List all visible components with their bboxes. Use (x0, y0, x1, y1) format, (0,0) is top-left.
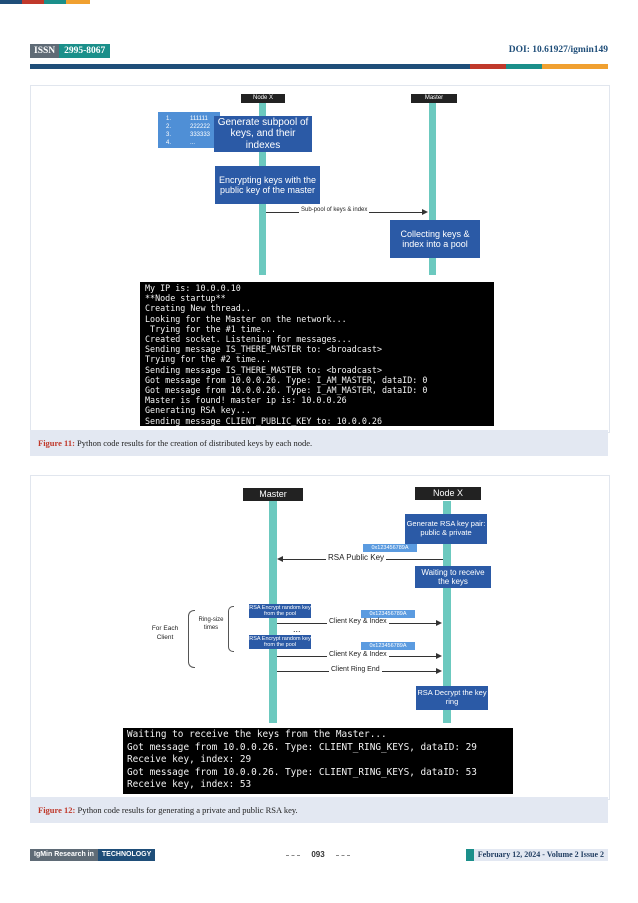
terminal-line: Got message from 10.0.0.26. Type: CLIENT… (127, 741, 477, 753)
issn-label: ISSN (30, 44, 60, 58)
terminal-line: Sending message CLIENT_PUBLIC_KEY to: 10… (145, 415, 382, 426)
ellipsis: ... (293, 624, 301, 634)
header-color-bar (30, 64, 608, 69)
master-header: Master (411, 94, 457, 103)
terminal-output-11: My IP is: 10.0.0.10 **Node startup** Cre… (140, 282, 494, 426)
outer-brace (188, 610, 195, 668)
terminal-output-12: Waiting to receive the keys from the Mas… (123, 728, 513, 794)
hex-tag: 0x123456789A (361, 642, 415, 650)
figure-12-caption: Figure 12: Python code results for gener… (30, 797, 608, 823)
caption-label: Figure 11: (38, 438, 75, 448)
node-x-lifeline (443, 501, 451, 723)
encrypt-keys-box: Encrypting keys with the public key of t… (215, 166, 320, 204)
doi-link[interactable]: DOI: 10.61927/igmin149 (508, 45, 608, 55)
waiting-box: Waiting to receive the keys (415, 566, 491, 588)
arrow-head (436, 620, 442, 626)
issue-badge: February 12, 2024 - Volume 2 Issue 2 (465, 849, 608, 861)
generate-subpool-box: Generate subpool of keys, and their inde… (214, 116, 312, 152)
terminal-line: Got message from 10.0.0.26. Type: I_AM_M… (145, 374, 428, 385)
list-num: 4. (166, 140, 172, 146)
terminal-line: Got message from 10.0.0.26. Type: CLIENT… (127, 766, 477, 778)
issn-badge: ISSN 2995-8067 (30, 44, 111, 58)
arrow-head (436, 653, 442, 659)
terminal-line: Got message from 10.0.0.26. Type: I_AM_M… (145, 385, 428, 396)
collect-keys-box: Collecting keys & index into a pool (390, 220, 480, 258)
terminal-line: Sending message IS_THERE_MASTER to: <bro… (145, 364, 382, 375)
journal-badge: IgMin Research in TECHNOLOGY (30, 849, 156, 861)
key-list-box: 1. 2. 3. 4. 111111 222222 333333 ... (158, 112, 220, 148)
terminal-line: Waiting to receive the keys from the Mas… (127, 729, 387, 740)
arrow-head (422, 209, 428, 215)
terminal-line: Generating RSA key... (145, 405, 251, 416)
caption-text: Python code results for the creation of … (77, 438, 313, 448)
hex-tag: 0x123456789A (361, 610, 415, 618)
caption-text: Python code results for generating a pri… (77, 805, 298, 815)
encrypt-random-box: RSA Encrypt random key from the pool (249, 604, 311, 618)
terminal-line: Creating New thread.. (145, 303, 251, 314)
generate-rsa-box: Generate RSA key pair: public & private (405, 514, 487, 544)
terminal-line: Trying for the #2 time... (145, 354, 272, 365)
terminal-line: Looking for the Master on the network... (145, 313, 347, 324)
arrow-head (277, 556, 283, 562)
client-ring-end-label: Client Ring End (329, 666, 382, 673)
issue-date: February 12, 2024 - Volume 2 Issue 2 (473, 849, 608, 861)
client-key-index-label: Client Key & Index (327, 651, 389, 658)
terminal-line: Receive key, index: 29 (127, 754, 252, 766)
issn-value: 2995-8067 (59, 44, 111, 58)
journal-name-b: TECHNOLOGY (97, 849, 156, 861)
terminal-line: My IP is: 10.0.0.10 (145, 283, 241, 293)
terminal-line: Trying for the #1 time... (145, 323, 277, 334)
client-key-index-label: Client Key & Index (327, 618, 389, 625)
list-value: 222222 (190, 124, 211, 130)
encrypt-random-box: RSA Encrypt random key from the pool (249, 635, 311, 649)
figure-12: Master Node X Generate RSA key pair: pub… (30, 475, 610, 800)
list-num: 3. (166, 132, 172, 138)
terminal-line: Created socket. Listening for messages..… (145, 334, 352, 345)
caption-label: Figure 12: (38, 805, 76, 815)
rsa-public-key-label: RSA Public Key (326, 553, 387, 562)
journal-name-a: IgMin Research in (30, 849, 98, 861)
master-lifeline (429, 103, 436, 275)
list-value: 333333 (190, 132, 211, 138)
top-color-strip (0, 0, 90, 4)
terminal-line: Master is found! master ip is: 10.0.0.26 (145, 395, 347, 406)
figure-11: Node X Master 1. 2. 3. 4. 111111 222222 … (30, 85, 610, 433)
node-x-header: Node X (241, 94, 285, 103)
subpool-arrow-label: Sub-pool of keys & index (299, 207, 370, 213)
issue-accent (465, 849, 474, 861)
figure-11-caption: Figure 11: Python code results for the c… (30, 430, 608, 456)
for-each-client-label: For Each Client (151, 625, 179, 641)
list-value: ... (190, 140, 196, 146)
ring-size-label: Ring-size times (198, 617, 224, 631)
terminal-line: Receive key, index: 53 (127, 779, 252, 791)
inner-brace (228, 606, 234, 652)
node-x-header: Node X (415, 487, 481, 500)
arrow-head (436, 668, 442, 674)
list-value: 111111 (190, 116, 208, 122)
master-header: Master (243, 488, 303, 501)
terminal-line: **Node startup** (145, 293, 226, 304)
rsa-decrypt-box: RSA Decrypt the key ring (416, 686, 488, 710)
hex-tag: 0x123456789A (363, 544, 417, 552)
list-num: 1. (166, 116, 172, 122)
page-number: 093 (286, 848, 350, 862)
terminal-line: Sending message IS_THERE_MASTER to: <bro… (145, 344, 382, 355)
list-num: 2. (166, 124, 172, 130)
